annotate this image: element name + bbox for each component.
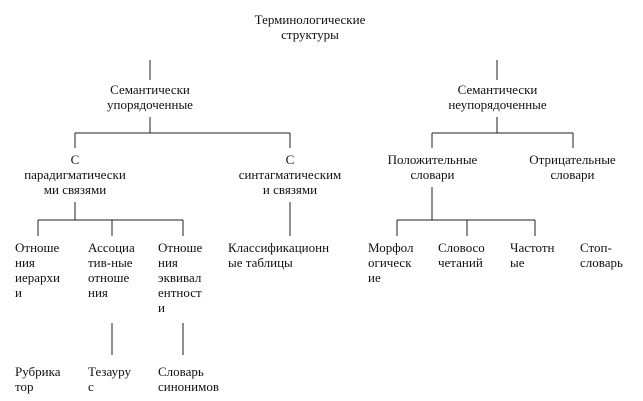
equivalence-relations-node: Отноше ния эквивал ентност и [158,240,203,315]
negative-dictionaries-node: Отрицательные словари [529,152,616,182]
stop-dictionary-node: Стоп- словарь [580,240,623,270]
thesaurus-node: Тезауру с [88,364,131,394]
associative-relations-node: Ассоциа тив-ные отноше ния [88,240,135,300]
word-combinations-node: Словосо четаний [438,240,485,270]
morphological-node: Морфол огическ ие [368,240,414,285]
syntagmatic-node: С синтагматическим и связями [238,152,342,197]
semantic-unordered-node: Семантически неупорядоченные [448,82,547,112]
positive-dictionaries-node: Положительные словари [387,152,478,182]
synonyms-dictionary-node: Словарь синонимов [158,364,219,394]
semantic-ordered-node: Семантически упорядоченные [107,82,193,112]
hierarchy-relations-node: Отноше ния иерархи и [15,240,60,300]
root-node: Терминологические структуры [254,12,366,42]
paradigmatic-node: С парадигматически ми связями [24,152,126,197]
classification-tables-node: Классификационн ые таблицы [228,240,330,270]
rubricator-node: Рубрика тор [15,364,61,394]
frequency-node: Частотн ые [510,240,555,270]
